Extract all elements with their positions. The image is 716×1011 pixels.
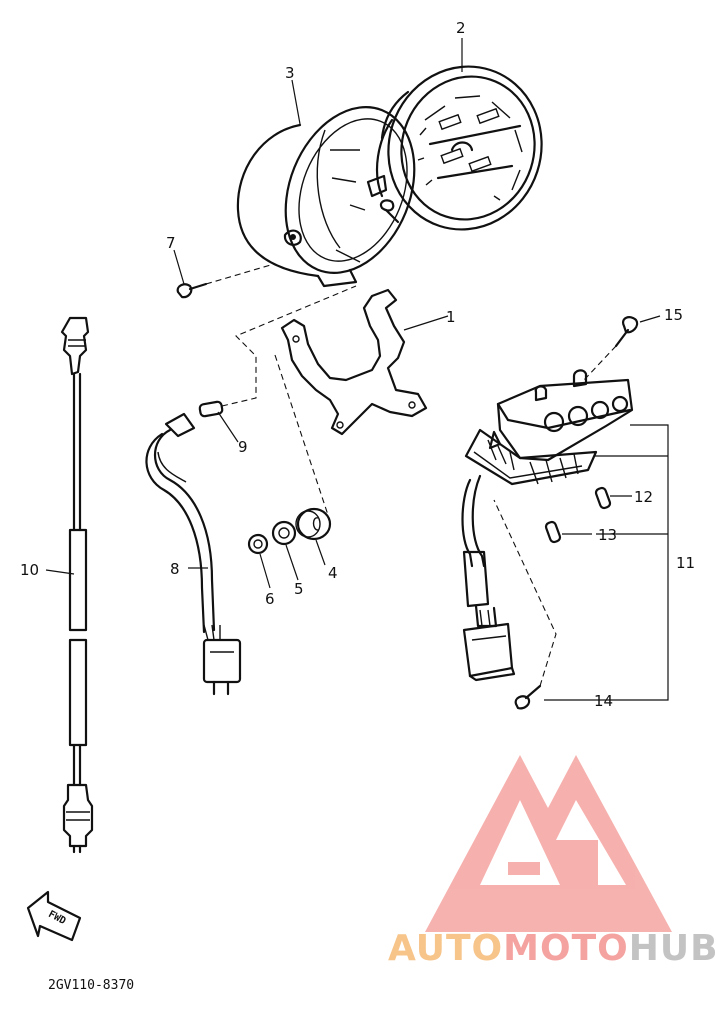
watermark-word-moto: MOTO — [503, 928, 629, 969]
speedometer-part — [366, 65, 543, 231]
callout-15: 15 — [664, 306, 683, 324]
screw-part — [176, 263, 275, 299]
callout-7: 7 — [166, 234, 176, 252]
socket-cord-part — [145, 412, 242, 696]
meter-cable-part — [60, 316, 94, 854]
callout-labels: 1 2 3 4 5 6 7 8 9 10 11 12 13 14 15 — [20, 19, 695, 710]
washer-part — [271, 520, 297, 546]
callout-10: 10 — [20, 561, 39, 579]
bulb-part — [198, 285, 357, 418]
watermark-text: AUTOMOTOHUB — [388, 928, 716, 969]
callout-13: 13 — [598, 526, 617, 544]
leader-lines — [45, 38, 669, 701]
watermark-word-hub: HUB — [629, 928, 716, 969]
callout-11: 11 — [676, 554, 695, 572]
grommet-part — [295, 507, 332, 541]
fwd-arrow-icon: FWD — [26, 890, 82, 942]
callout-12: 12 — [634, 488, 653, 506]
callout-6: 6 — [265, 590, 275, 608]
meter-case-part — [236, 106, 416, 288]
callout-5: 5 — [294, 580, 304, 598]
watermark-logo-icon — [425, 755, 672, 932]
callout-8: 8 — [170, 560, 180, 578]
callout-14: 14 — [594, 692, 613, 710]
nut-part — [247, 533, 269, 555]
callout-3: 3 — [285, 64, 295, 82]
indicator-light-housing-part — [461, 369, 634, 682]
watermark-word-auto: AUTO — [388, 928, 503, 969]
bracket-dash-line — [274, 354, 329, 516]
indicator-socket-part — [544, 520, 562, 544]
callout-4: 4 — [328, 564, 338, 582]
indicator-bulb-part — [594, 486, 612, 510]
callout-9: 9 — [238, 438, 248, 456]
upper-screw-part — [583, 316, 639, 381]
callout-2: 2 — [456, 19, 466, 37]
svg-text:AUTOMOTOHUB: AUTOMOTOHUB — [388, 928, 716, 969]
drawing-code: 2GV110-8370 — [48, 978, 134, 993]
meter-bracket-part — [280, 288, 428, 436]
lower-screw-part — [493, 499, 557, 710]
callout-1: 1 — [446, 308, 456, 326]
fwd-label: FWD — [46, 909, 67, 927]
